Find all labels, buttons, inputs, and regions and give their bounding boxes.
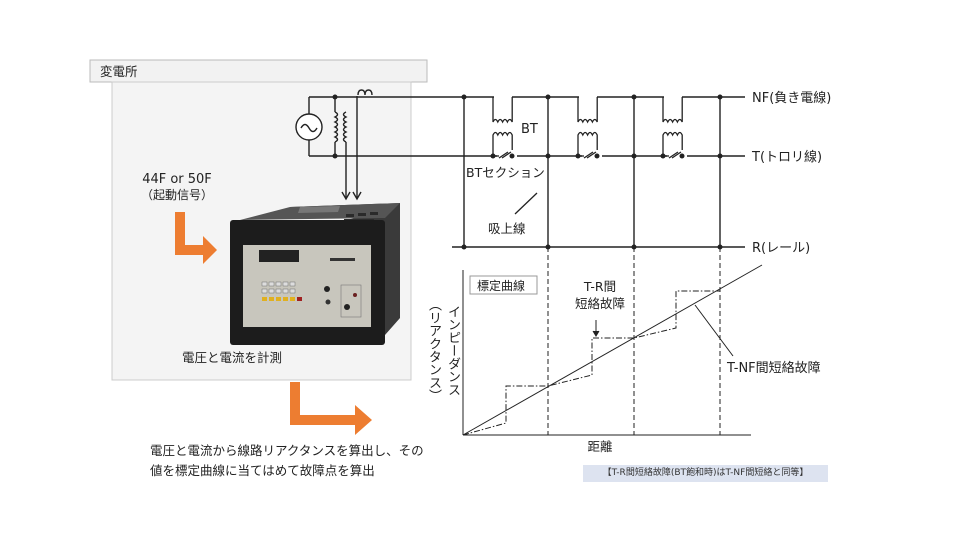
trigger-label-2: （起動信号） <box>141 188 213 202</box>
feeder-circuit <box>295 89 745 248</box>
y-axis-label-sub: （リアクタンス） <box>426 298 441 402</box>
nf-label: NF(負き電線) <box>752 90 831 106</box>
suction-line-leader <box>514 192 538 215</box>
device-caption: 電圧と電流を計測 <box>182 350 282 365</box>
bt-label: BT <box>521 122 538 137</box>
tr-label-2: 短絡故障 <box>575 296 625 311</box>
tnf-label: T-NF間短絡故障 <box>726 360 821 376</box>
t-nf-fault-curve <box>462 264 763 436</box>
trolley-label: T(トロリ線) <box>751 149 822 165</box>
fault-locator-device-image <box>230 203 400 345</box>
bt-unit-2 <box>577 97 598 159</box>
tr-label-1: T-R間 <box>583 279 616 294</box>
x-axis-label: 距離 <box>587 439 613 454</box>
tnf-leader <box>694 304 734 357</box>
description-line-1: 電圧と電流から線路リアクタンスを算出し、その <box>150 443 424 458</box>
orange-arrows <box>175 212 372 435</box>
output-arrow-icon <box>290 382 372 435</box>
bt-unit-1 <box>492 97 513 159</box>
trigger-arrow-icon <box>175 212 217 264</box>
bt-section-label: BTセクション <box>466 165 545 180</box>
calibration-title-box <box>469 275 538 295</box>
junction-dots <box>332 94 723 250</box>
bt-unit-3 <box>662 97 683 159</box>
trigger-label-1: 44F or 50F <box>142 172 212 187</box>
description-line-2: 値を標定曲線に当てはめて故障点を算出 <box>150 463 375 478</box>
y-axis-label-main: インピーダンス <box>445 305 460 396</box>
substation-label: 変電所 <box>100 64 138 79</box>
substation-header <box>89 59 428 83</box>
calibration-title: 標定曲線 <box>477 278 525 293</box>
note-box: 【T-R間短絡故障(BT飽和時)はT-NF間短絡と同等】 <box>583 465 828 482</box>
transformer-primary-icon <box>333 111 339 143</box>
calibration-graph <box>462 247 763 436</box>
t-r-fault-curve <box>462 290 720 436</box>
rail-label: R(レール) <box>752 241 810 256</box>
transformer-secondary-icon <box>342 111 348 143</box>
current-transformer-icon <box>357 89 373 96</box>
suction-line-label: 吸上線 <box>488 221 526 236</box>
